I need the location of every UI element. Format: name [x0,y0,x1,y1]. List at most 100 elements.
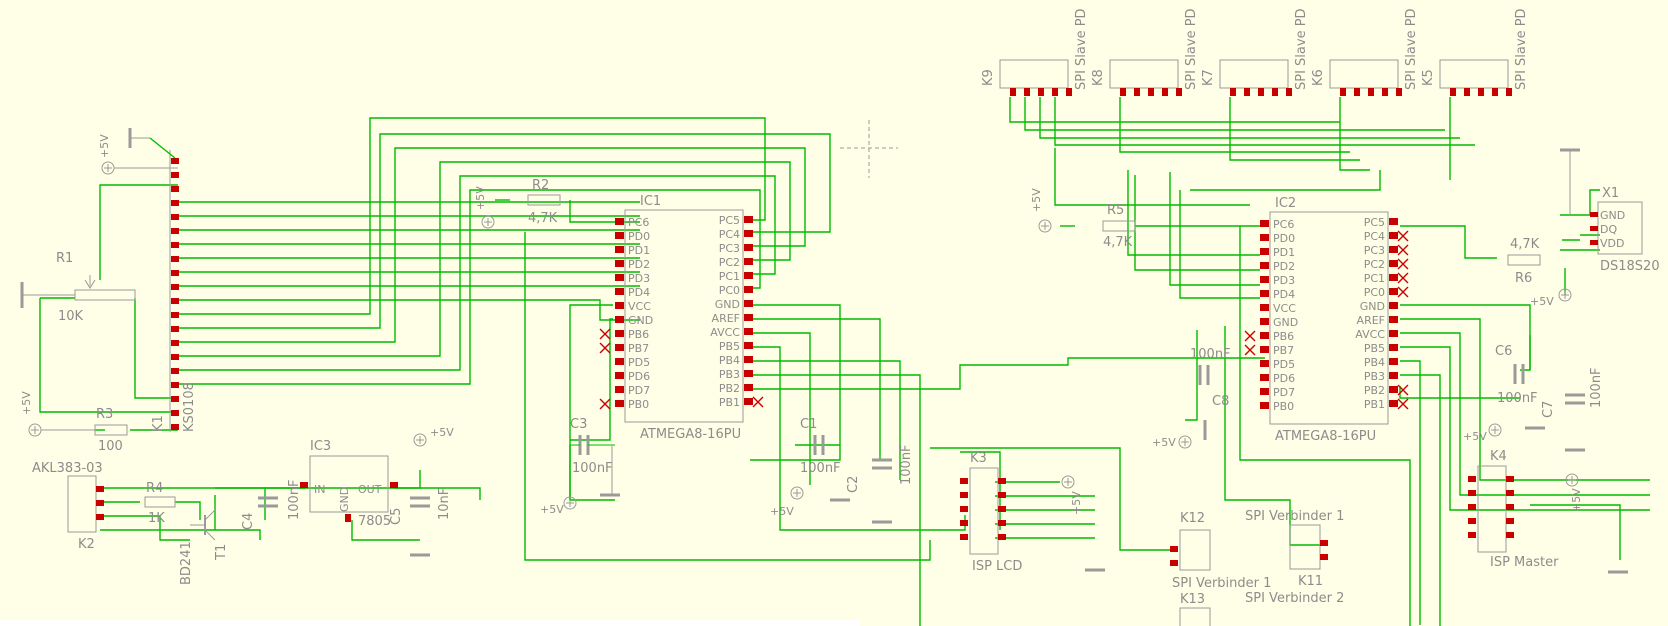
pin-label: PC4 [719,228,740,241]
c3-capacitor[interactable]: C3 100nF +5V [540,417,620,516]
pin-pad [1389,344,1398,351]
ks0108-connector[interactable]: KS0108 K1 [151,150,197,432]
r5-resistor[interactable]: +5V R5 4,7K [1030,188,1136,250]
k13-ref: K13 [1180,592,1205,607]
k11-spi-connector[interactable]: SPI Verbinder 1 K11 SPI Verbinder 2 [1245,509,1344,606]
pin-label: GND [1360,300,1385,313]
pin-pad [1260,248,1269,255]
k2-ref: K2 [78,537,95,552]
ic3-regulator[interactable]: IC3 IN OUT GND 7805 [300,439,398,529]
c8-capacitor[interactable]: 100nF C8 +5V [1152,347,1231,449]
c2-capacitor[interactable]: C2 100nF [830,444,914,524]
slave-part: SPI Slave PD [1514,8,1529,90]
pin-label: PC6 [1273,218,1294,231]
bottom-scrollbar[interactable] [0,620,860,626]
c5-capacitor[interactable]: C5 10nF +5V [389,426,454,557]
pin-label: PD6 [628,370,650,383]
r3-resistor[interactable]: +5V R3 100 [20,391,128,454]
pin-pad [1260,262,1269,269]
pin-label: PC3 [1364,244,1385,257]
r6-resistor[interactable]: 4,7K R6 +5V [1507,237,1572,308]
pin-pad [1389,386,1398,393]
pin-pad [744,230,753,237]
k3-isp-lcd[interactable]: K3 ISP LCD +5V [960,451,1105,574]
k12-spi-connector[interactable]: K12 SPI Verbinder 1 [1170,511,1271,591]
pin-pad [1244,88,1250,96]
pin-pad [615,344,624,351]
ic2-right-pins: PC5PC4PC3PC2PC1PC0GNDAREFAVCCPB5PB4PB3PB… [1355,216,1409,411]
k12-ref: K12 [1180,511,1205,526]
pin-label: PD4 [628,286,650,299]
pin-pad [1038,88,1044,96]
pin-label: PB7 [1273,344,1294,357]
k11-part: SPI Verbinder 1 [1245,509,1344,524]
pin-pad [1260,318,1269,325]
pin-label: PB5 [719,340,740,353]
r1-potentiometer[interactable]: R1 10K [20,251,136,324]
no-connect-icon [1397,398,1409,410]
pin-label: PC2 [719,256,740,269]
pin-pad [1162,88,1168,96]
ic2-part: ATMEGA8-16PU [1275,429,1376,444]
x1-pin-gnd: GND [1600,209,1625,222]
pin-label: PB7 [628,342,649,355]
pin-pad [1464,88,1470,96]
c7-capacitor[interactable]: C7 100nF [1541,367,1604,452]
pin-label: PD6 [1273,372,1295,385]
c1-capacitor[interactable]: C1 100nF +5V [770,417,841,518]
pin-label: AREF [1357,314,1385,327]
pin-pad [744,258,753,265]
c6-capacitor[interactable]: C6 100nF +5V [1463,344,1545,443]
pin-label: PD0 [628,230,650,243]
r4-value: 1K [148,511,165,526]
pin-label: GND [628,314,653,327]
pin-pad [1389,260,1398,267]
slave-part: SPI Slave PD [1074,8,1089,90]
ic2-left-pins: PC6PD0PD1PD2PD3PD4VCCGNDPB6PB7PD5PD6PD7P… [1244,218,1298,413]
pin-label: PB0 [1273,400,1294,413]
pin-pad [1286,88,1292,96]
pin-pad [1260,402,1269,409]
pin-label: PD5 [628,356,650,369]
pin-label: GND [1273,316,1298,329]
c8-vcc-label: +5V [1152,436,1176,449]
pin-pad [615,316,624,323]
x1-ds18s20[interactable]: X1 GND DQ VDD DS18S20 [1560,148,1660,274]
pin-pad [744,342,753,349]
r4-resistor[interactable]: R4 1K [144,481,176,526]
slave-part: SPI Slave PD [1184,8,1199,90]
k4-isp-master[interactable]: K4 ISP Master +5V [1468,449,1628,574]
c4-capacitor[interactable]: C4 100nF [241,479,302,530]
pin-label: PD0 [1273,232,1295,245]
k2-connector[interactable]: AKL383-03 K2 [32,461,104,552]
k13-spi-connector[interactable]: K13 [1179,592,1211,626]
pin-pad [1389,274,1398,281]
ic1-ref: IC1 [640,194,661,209]
ic2-ref: IC2 [1275,196,1296,211]
pin-pad [744,398,753,405]
ic3-part: 7805 [358,514,391,529]
k12-part: SPI Verbinder 1 [1172,576,1271,591]
ic2-atmega[interactable]: IC2 ATMEGA8-16PU PC6PD0PD1PD2PD3PD4VCCGN… [1244,196,1409,444]
ic1-atmega[interactable]: IC1 ATMEGA8-16PU PC6PD0PD1PD2PD3PD4VCCGN… [599,194,764,442]
pin-label: PB5 [1364,342,1385,355]
pin-pad [1260,346,1269,353]
c3-value: 100nF [572,461,613,476]
t1-transistor[interactable]: BD241 T1 [179,509,229,585]
r2-resistor[interactable]: +5V R2 4,7K [474,178,561,229]
pin-label: PB0 [628,398,649,411]
pin-pad [1389,400,1398,407]
c1-vcc-label: +5V [770,505,794,518]
c4-ref: C4 [241,513,256,530]
no-connect-icon [1397,384,1409,396]
c1-ref: C1 [800,417,817,432]
pin-pad [1010,88,1016,96]
x1-pin-dq: DQ [1600,223,1617,236]
pin-label: AVCC [1355,328,1385,341]
